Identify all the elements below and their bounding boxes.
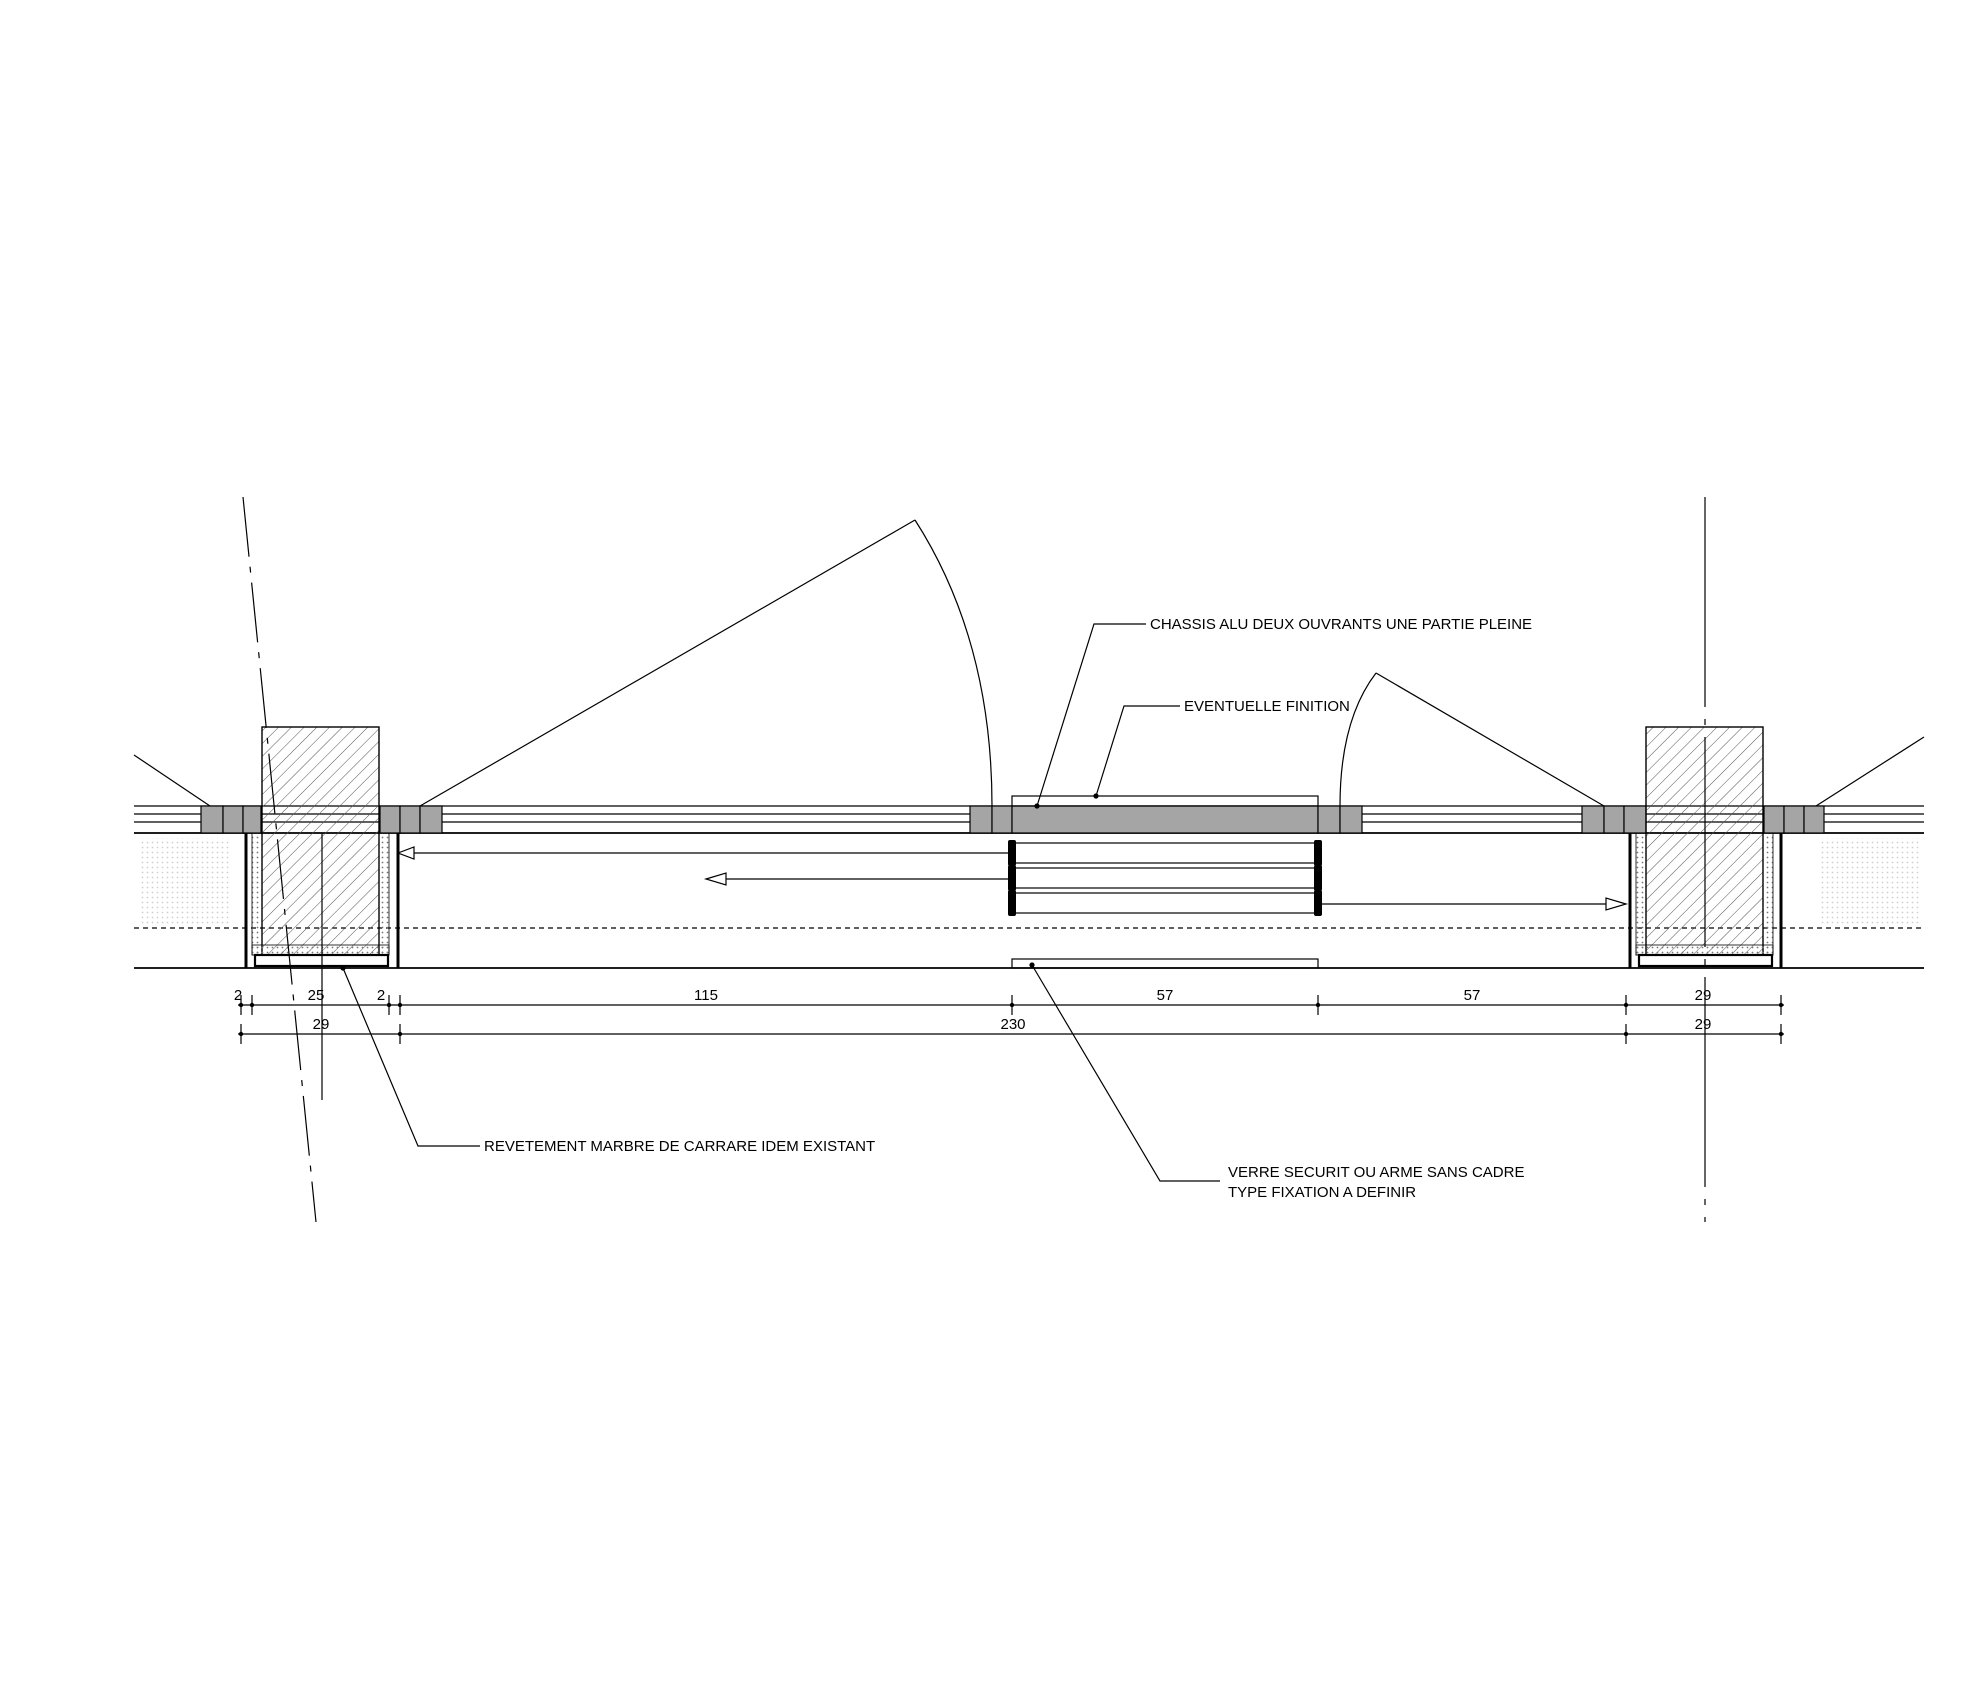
label-chassis: CHASSIS ALU DEUX OUVRANTS UNE PARTIE PLE… [1150,616,1532,633]
leader-lines [340,623,1220,1182]
dim-value: 230 [1000,1016,1025,1033]
label-verre-line2: TYPE FIXATION A DEFINIR [1228,1184,1416,1201]
fixed-panel-partie-pleine [1011,805,1319,834]
finition-outline [1011,795,1319,807]
dim-value: 29 [1695,987,1712,1004]
dimension-chain-2 [238,1024,1784,1044]
dim-value: 29 [1695,1016,1712,1033]
dim-value: 57 [1464,987,1481,1004]
dim-value: 25 [308,987,325,1004]
dim-value: 115 [694,987,718,1004]
label-finition: EVENTUELLE FINITION [1184,698,1350,715]
dimension-chain-1 [238,995,1784,1015]
door-swings [133,519,1925,807]
pillar-left [244,726,400,1100]
dim-value: 29 [313,1016,330,1033]
axis-lines [242,496,1706,1223]
finition-outline-bottom [1011,958,1319,969]
dim-value: 2 [377,987,385,1004]
sliding-glass-panels [1008,840,1322,916]
label-revetement: REVETEMENT MARBRE DE CARRARE IDEM EXISTA… [484,1138,875,1155]
frame-profiles [200,805,1825,834]
label-verre-line1: VERRE SECURIT OU ARME SANS CADRE [1228,1164,1524,1181]
slide-arrows [396,846,1629,911]
dim-value: 2 [234,987,242,1004]
wall-fill-dots [140,838,1920,926]
dim-value: 57 [1157,987,1174,1004]
